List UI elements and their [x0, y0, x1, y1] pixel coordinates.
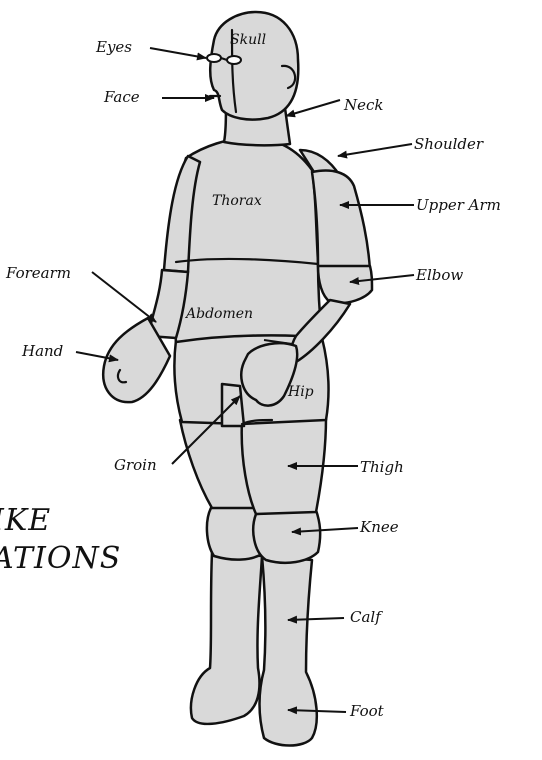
body-figure	[103, 12, 372, 746]
eye-lens-left	[207, 54, 221, 62]
label-thigh: Thigh	[360, 458, 404, 476]
right-knee	[253, 510, 320, 563]
left-calf	[191, 552, 262, 724]
label-face: Face	[103, 88, 140, 106]
right-upper-arm	[312, 171, 370, 270]
title-line-2: ATIONS	[0, 541, 121, 576]
label-hand: Hand	[21, 342, 63, 360]
label-foot: Foot	[349, 702, 385, 720]
right-elbow	[318, 266, 372, 303]
label-calf: Calf	[350, 608, 383, 626]
label-shoulder: Shoulder	[414, 135, 484, 153]
label-groin: Groin	[114, 456, 157, 474]
label-abdomen: Abdomen	[184, 306, 253, 322]
label-thorax: Thorax	[212, 193, 262, 209]
label-neck: Neck	[343, 96, 384, 114]
label-elbow: Elbow	[415, 266, 463, 284]
groin-region	[222, 384, 244, 426]
label-hip: Hip	[287, 384, 314, 400]
right-calf	[260, 556, 317, 746]
label-upper-arm: Upper Arm	[416, 196, 501, 214]
label-knee: Knee	[359, 518, 399, 536]
label-eyes: Eyes	[95, 38, 132, 56]
label-forearm: Forearm	[5, 264, 71, 282]
label-skull: Skull	[230, 32, 266, 48]
eye-lens-right	[227, 56, 241, 64]
title-line-1: IKE	[0, 503, 51, 538]
